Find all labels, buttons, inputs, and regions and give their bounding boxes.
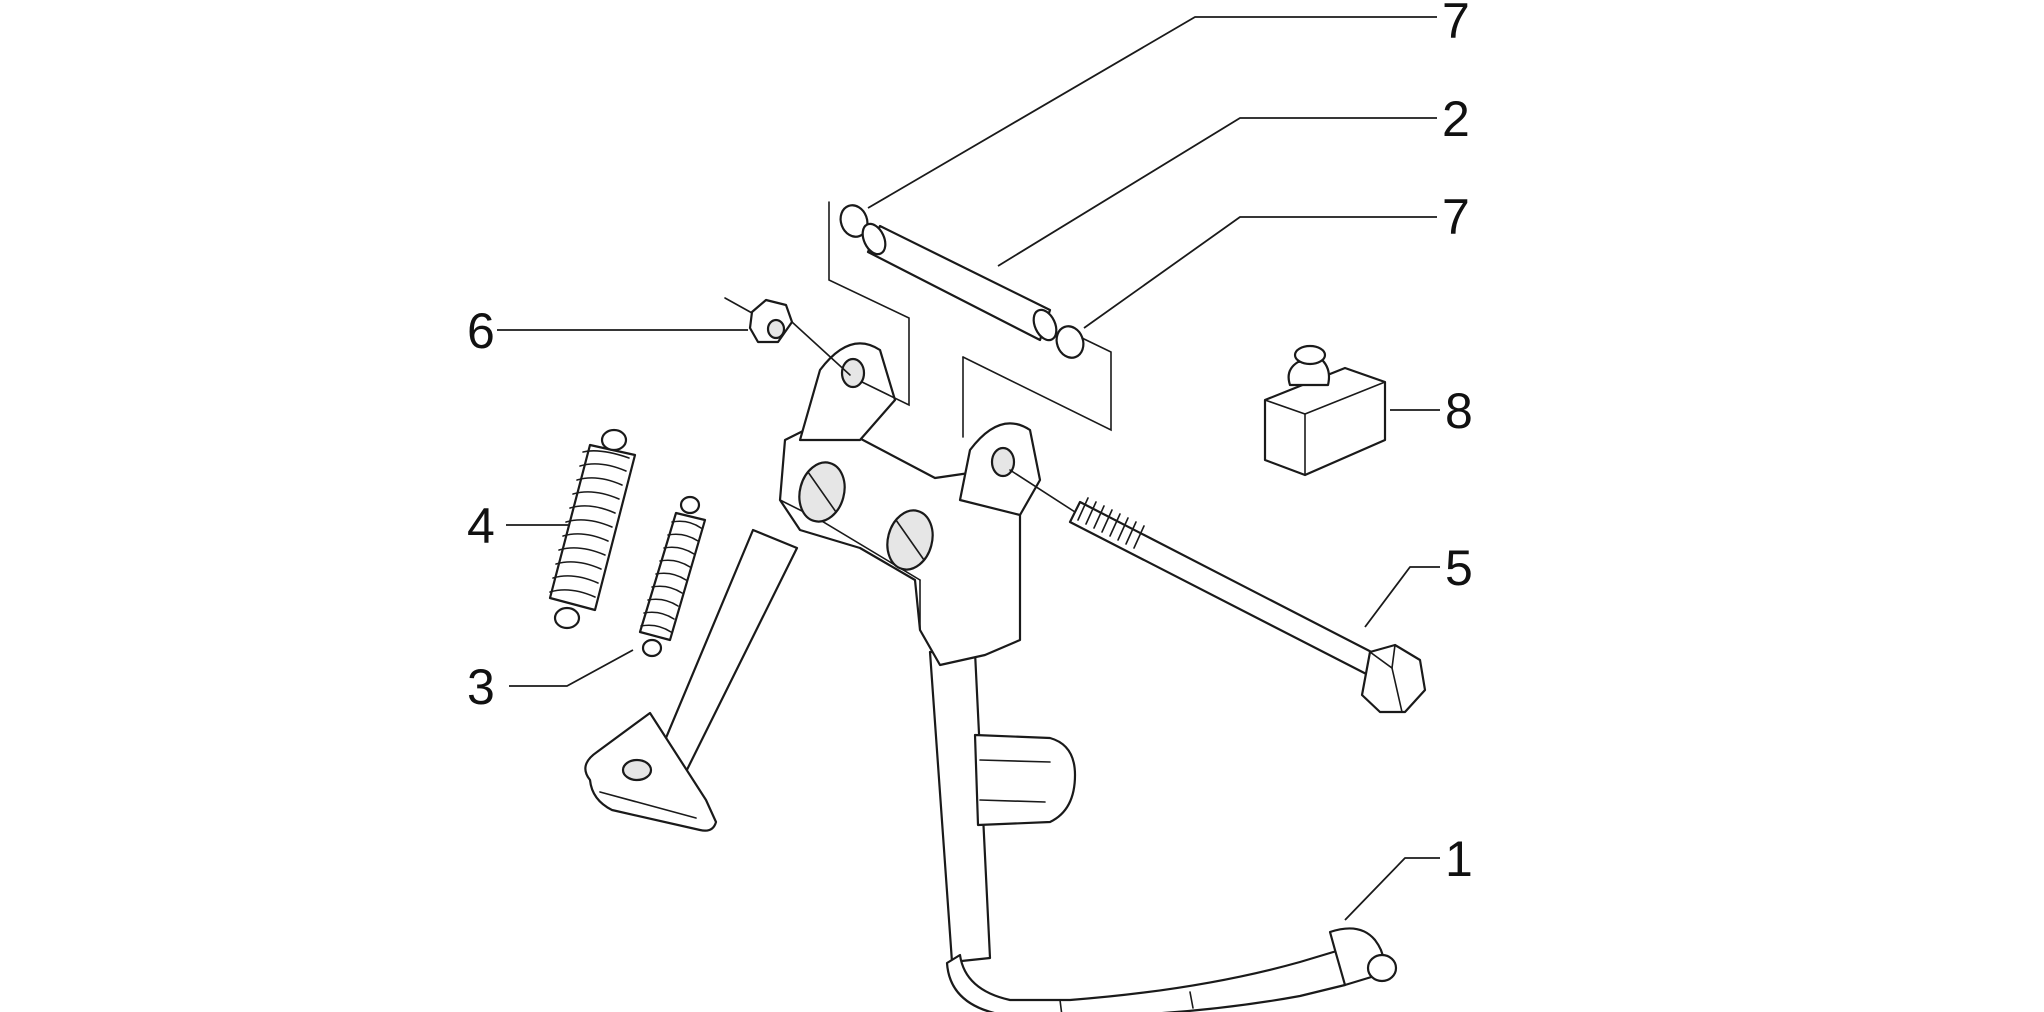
leader-1 [1344, 857, 1440, 921]
callout-3: 3 [467, 659, 495, 715]
leader-5 [1364, 566, 1440, 628]
leader-7-lower [1083, 216, 1437, 329]
callout-4: 4 [467, 498, 495, 554]
part-3-spring-small [638, 495, 707, 658]
part-1-stand [584, 342, 1398, 1012]
callout-6: 6 [467, 303, 495, 359]
part-7-oring-upper [839, 204, 869, 238]
part-6-nut [748, 298, 851, 376]
part-4-spring-large [548, 428, 637, 630]
callout-7-upper: 7 [1442, 0, 1470, 49]
callout-1: 1 [1445, 831, 1473, 887]
callout-2: 2 [1442, 91, 1470, 147]
callout-5: 5 [1445, 540, 1473, 596]
part-8-buffer [1263, 344, 1387, 477]
part-5-bolt [1009, 469, 1427, 714]
part-7-oring-lower [1055, 325, 1085, 359]
callout-labels: 7 2 7 6 8 4 5 3 1 [467, 0, 1473, 887]
callout-7-lower: 7 [1442, 189, 1470, 245]
callout-8: 8 [1445, 383, 1473, 439]
leader-7-upper [867, 16, 1437, 209]
leader-3 [509, 649, 634, 687]
leader-lines [497, 16, 1440, 921]
leader-2 [997, 117, 1437, 267]
part-2-spacer-tube [861, 222, 1058, 342]
